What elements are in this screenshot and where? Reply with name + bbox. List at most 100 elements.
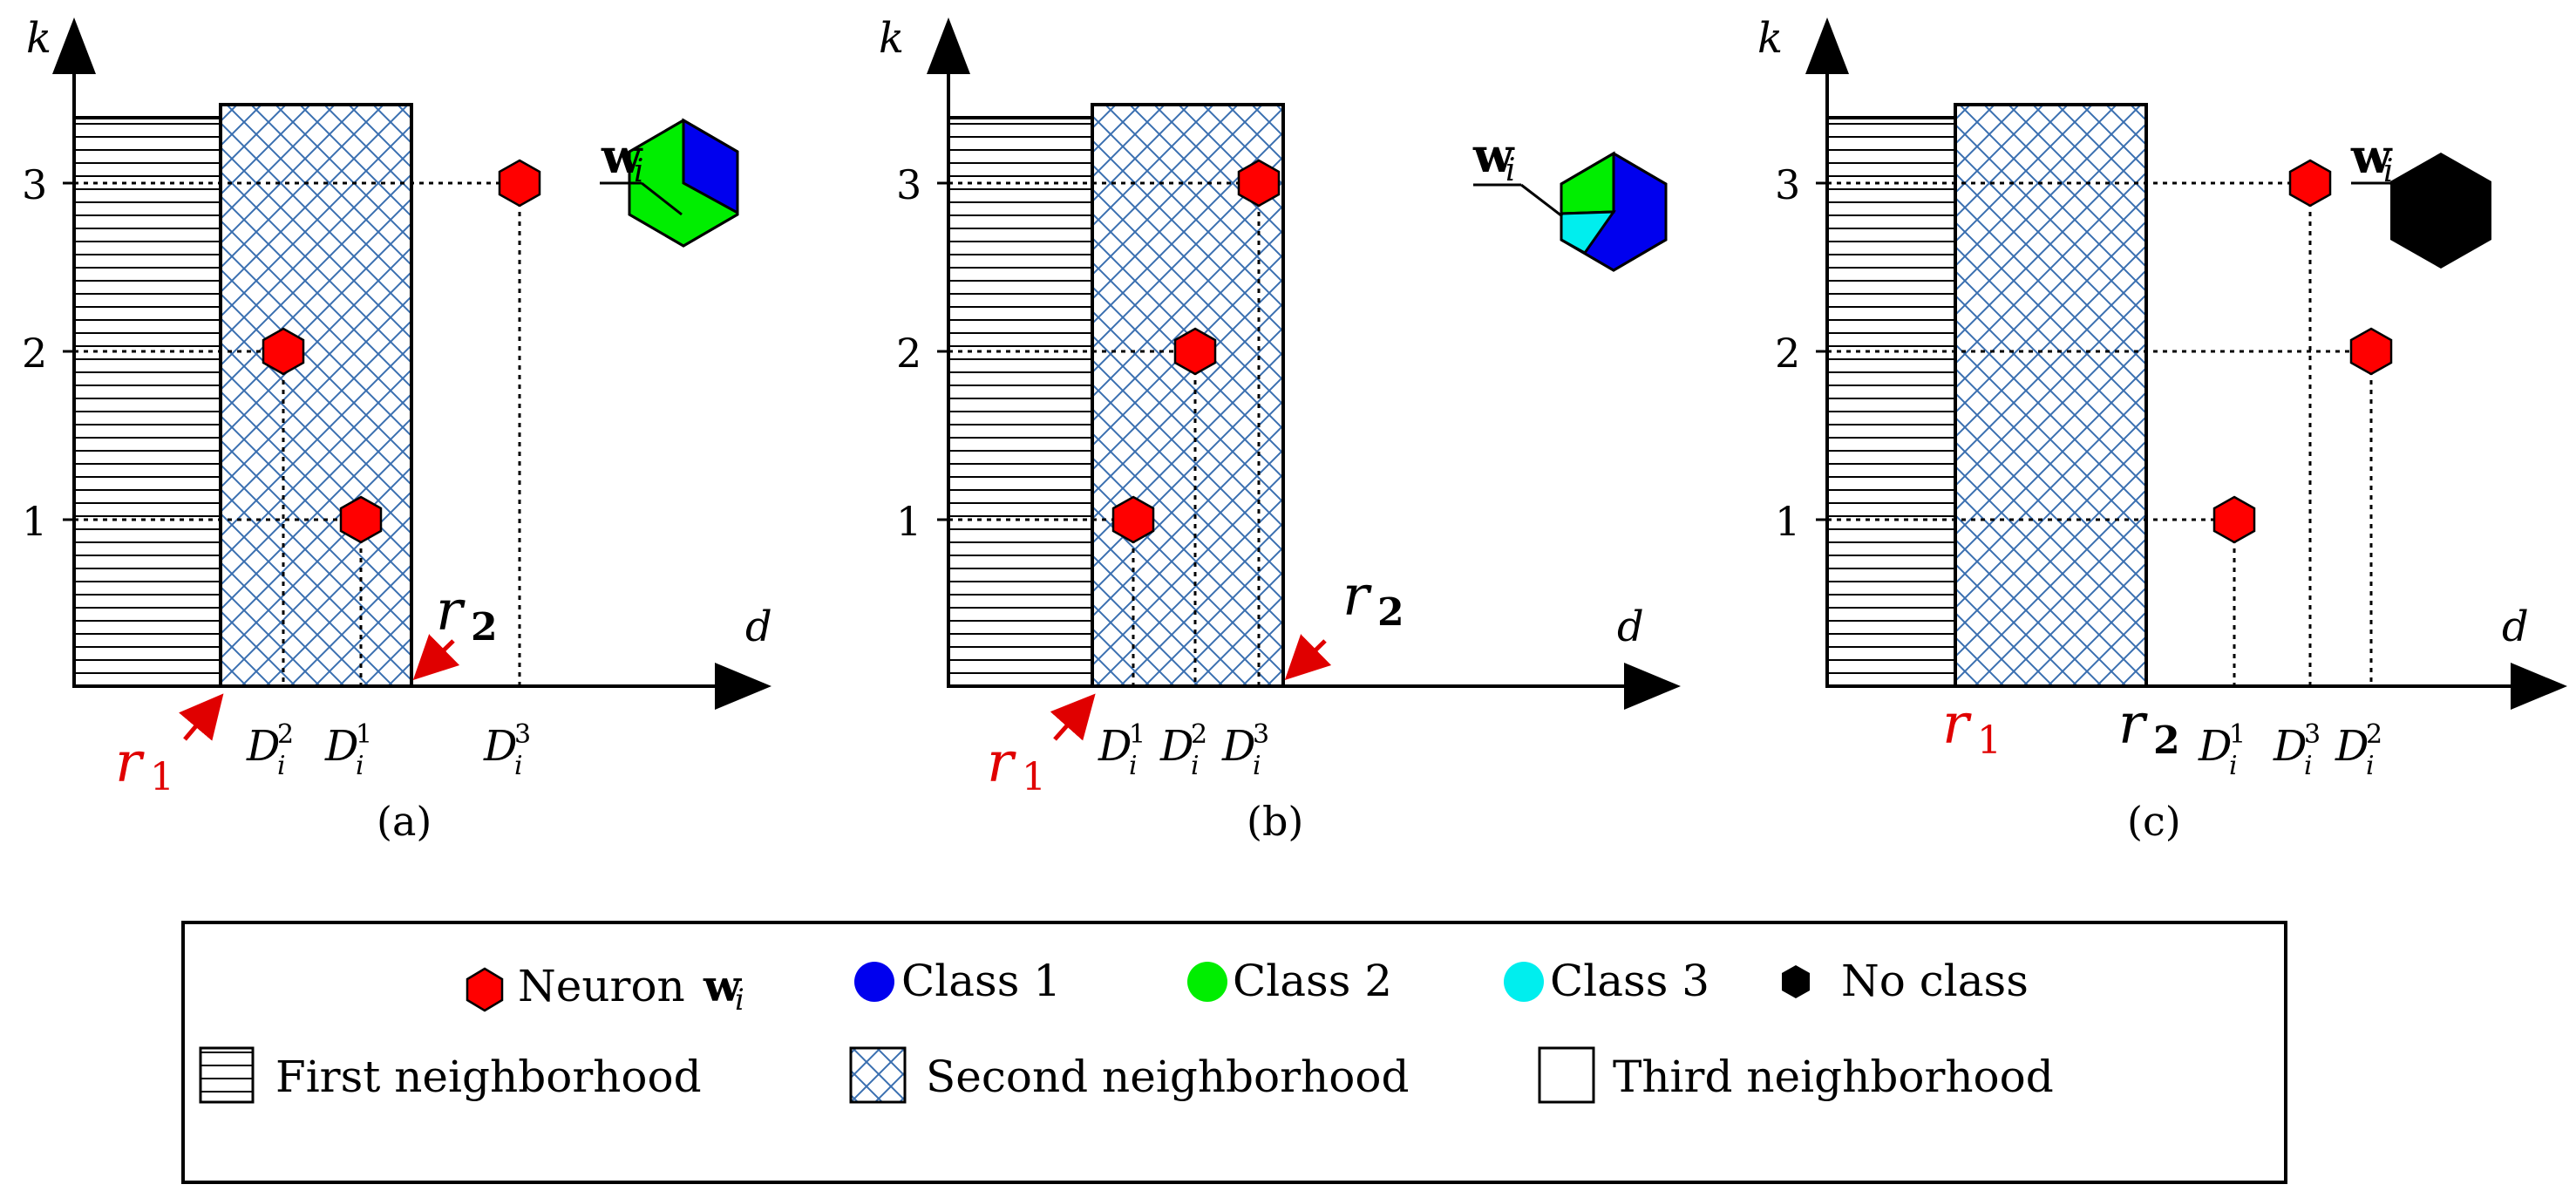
svg-text:i: i: [2366, 751, 2375, 781]
svg-text:D: D: [483, 722, 517, 771]
r1-arrow: [1050, 693, 1096, 741]
r2-label: r: [2118, 692, 2148, 757]
y-tick-1: 1: [896, 498, 921, 545]
second-neighborhood-region: [219, 103, 413, 688]
svg-text:i: i: [277, 751, 286, 781]
x-axis-label: d: [2502, 602, 2529, 651]
svg-text:D: D: [324, 722, 358, 771]
y-axis-label: k: [1757, 14, 1783, 63]
y-tick-3: 3: [896, 161, 921, 208]
panel-caption: (a): [377, 798, 432, 845]
weight-leader-line: [1520, 183, 1563, 218]
x-axis-arrowhead: [715, 663, 771, 710]
svg-text:D: D: [2335, 722, 2369, 771]
pie-outline: [1560, 152, 1668, 272]
svg-text:2: 2: [1191, 719, 1207, 750]
weight-label-sub: i: [2383, 153, 2394, 189]
no-class-hexagon: [2390, 153, 2491, 269]
weight-class-pie: [1560, 151, 1668, 272]
legend-neuron-symbol: w: [703, 960, 743, 1011]
class2-sector: [1560, 151, 1615, 215]
svg-text:i: i: [514, 751, 523, 781]
r1-arrow: [179, 693, 224, 741]
weight-label-sub: i: [634, 153, 644, 189]
y-tick-2: 2: [1775, 330, 1800, 377]
legend-class3-icon: [1504, 962, 1544, 1002]
legend: Neuron w i Class 1 Class 2 Class 3 No cl…: [181, 921, 2287, 1184]
legend-class3-label: Class 3: [1550, 956, 1709, 1006]
second-neighborhood-region: [1954, 103, 2148, 688]
weight-class-pie: [628, 118, 739, 248]
neuron-marker: [339, 495, 383, 544]
svg-text:i: i: [356, 751, 364, 781]
weight-leader-line: [641, 181, 683, 216]
y-tick-1: 1: [1775, 498, 1800, 545]
svg-text:1: 1: [1129, 719, 1145, 750]
r2-label: r: [436, 579, 466, 643]
y-axis-label: k: [879, 14, 904, 63]
svg-text:D: D: [246, 722, 280, 771]
legend-class1-icon: [854, 962, 894, 1002]
neuron-marker: [1237, 159, 1281, 208]
legend-first-neighborhood-label: First neighborhood: [275, 1052, 702, 1102]
svg-text:i: i: [1129, 751, 1138, 781]
svg-text:1: 1: [2229, 719, 2246, 750]
legend-class1-label: Class 1: [901, 956, 1061, 1006]
d-tick-label: D 1 i: [2198, 719, 2246, 781]
neuron-marker: [2349, 327, 2393, 376]
neuron-marker: [2288, 159, 2332, 208]
panel-a: k d 3 2 1 w i: [22, 14, 772, 845]
first-neighborhood-region: [1825, 116, 1957, 688]
d-tick-label: D 3 i: [483, 719, 531, 781]
legend-first-neighborhood-swatch: [199, 1046, 255, 1104]
svg-text:i: i: [1191, 751, 1200, 781]
panel-caption: (c): [2127, 798, 2181, 845]
legend-class2-label: Class 2: [1233, 956, 1392, 1006]
legend-neuron-icon: [466, 967, 504, 1012]
svg-text:2: 2: [277, 719, 294, 750]
x-axis-arrowhead: [1624, 663, 1681, 710]
svg-text:D: D: [1098, 722, 1132, 771]
weight-label: w: [2350, 128, 2393, 184]
svg-text:2: 2: [2366, 719, 2382, 750]
neuron-marker: [262, 327, 305, 376]
r1-label-sub: 1: [1977, 718, 2002, 763]
r1-label: r: [1942, 692, 1972, 757]
svg-text:D: D: [2198, 722, 2232, 771]
r1-label-sub: 1: [1022, 755, 1046, 800]
legend-neuron-label: Neuron: [518, 961, 685, 1011]
svg-text:3: 3: [2304, 719, 2321, 750]
legend-class2-icon: [1187, 962, 1227, 1002]
svg-text:D: D: [2273, 722, 2307, 771]
r1-label: r: [987, 731, 1016, 795]
r2-label-sub: 2: [2153, 718, 2180, 763]
y-tick-1: 1: [22, 498, 47, 545]
legend-no-class-icon: [1782, 965, 1810, 998]
panel-caption: (b): [1247, 798, 1303, 845]
y-axis-arrowhead: [1805, 17, 1849, 74]
neuron-marker: [498, 159, 541, 208]
r2-arrow: [412, 634, 460, 680]
legend-third-neighborhood-label: Third neighborhood: [1613, 1052, 2054, 1102]
legend-second-neighborhood-swatch: [849, 1046, 907, 1104]
svg-text:1: 1: [356, 719, 372, 750]
y-tick-2: 2: [896, 330, 921, 377]
legend-second-neighborhood-label: Second neighborhood: [926, 1052, 1409, 1102]
svg-text:i: i: [2229, 751, 2238, 781]
r1-label-sub: 1: [150, 755, 174, 800]
legend-neuron-symbol-sub: i: [735, 983, 744, 1018]
legend-third-neighborhood-swatch: [1538, 1046, 1595, 1104]
neuron-marker: [1111, 495, 1155, 544]
x-axis-label: d: [1617, 602, 1644, 651]
legend-box: [181, 921, 2287, 1184]
y-tick-3: 3: [1775, 161, 1800, 208]
svg-text:D: D: [1159, 722, 1193, 771]
neuron-marker: [1173, 327, 1217, 376]
panel-c: k d 3 2 1 w i r 1 r 2 D 1 i: [1757, 14, 2567, 845]
y-axis-arrowhead: [927, 17, 970, 74]
d-tick-label: D 2 i: [2335, 719, 2382, 781]
y-tick-3: 3: [22, 161, 47, 208]
d-tick-label: D 1 i: [324, 719, 372, 781]
first-neighborhood-region: [947, 116, 1094, 688]
